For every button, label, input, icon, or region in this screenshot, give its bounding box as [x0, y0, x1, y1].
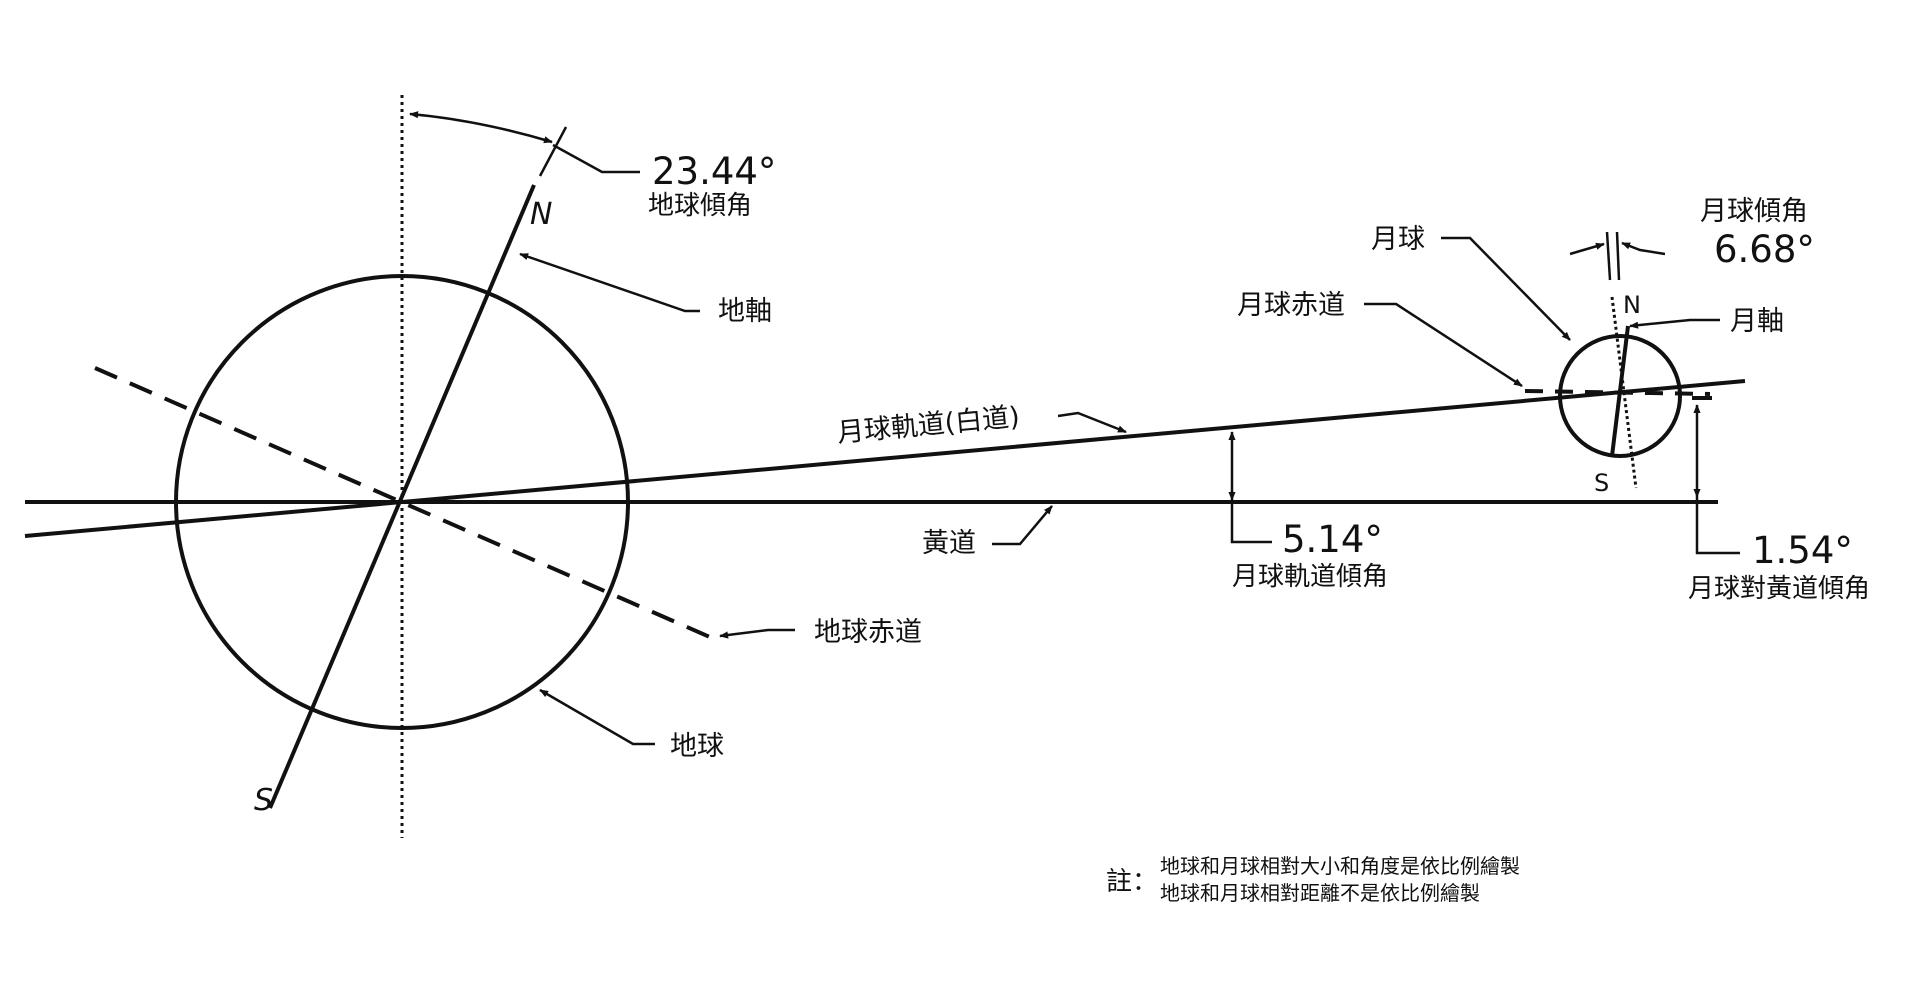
- moon-south-label: S: [1594, 469, 1609, 497]
- orbit-inclination-label: 月球軌道傾角: [1232, 562, 1388, 592]
- earth-tilt-arc: [409, 111, 553, 144]
- moon-circle: [1558, 334, 1682, 458]
- moon-tilt-vertical-mark: [1605, 231, 1612, 281]
- earth-axis-leader: [519, 252, 700, 313]
- earth-equator-leader: [719, 628, 795, 639]
- earth-equator-label: 地球赤道: [814, 617, 922, 648]
- moon-label: 月球: [1371, 224, 1425, 255]
- moon-ecliptic-value: 1.54°: [1752, 529, 1853, 572]
- earth-leader: [539, 688, 655, 746]
- earth-axis-label: 地軸: [718, 296, 772, 327]
- moon-north-label: N: [1623, 291, 1641, 319]
- moon-tilt-label: 月球傾角: [1700, 196, 1808, 227]
- earth-south-label: S: [254, 783, 273, 818]
- moon-orbit-label: 月球軌道(白道): [836, 402, 1021, 449]
- moon-ecliptic-label: 月球對黃道傾角: [1688, 574, 1870, 604]
- moon-tilt-value: 6.68°: [1714, 228, 1815, 271]
- earth-north-label: N: [530, 197, 552, 232]
- moon-orbit-leader: [1057, 411, 1127, 434]
- note-line-1: 地球和月球相對大小和角度是依比例繪製: [1160, 854, 1520, 878]
- earth-tilt-value: 23.44°: [652, 150, 776, 193]
- moon-equator-label: 月球赤道: [1237, 290, 1345, 321]
- moon-equator-leader: [1364, 302, 1523, 388]
- earth-tilt-leader: [552, 143, 640, 174]
- moon-axis-line: [1610, 325, 1630, 457]
- moon-tilt-axis-mark: [1615, 231, 1621, 281]
- moon-axis-leader: [1629, 318, 1720, 329]
- earth-axis-line: [268, 184, 536, 809]
- moon-equator-line: [1524, 389, 1711, 396]
- orbit-inclination-value: 5.14°: [1282, 518, 1383, 561]
- moon-orbit-line: [24, 379, 1746, 538]
- ecliptic-leader: [992, 505, 1053, 546]
- moon-leader: [1441, 236, 1571, 341]
- moon-tilt-arrow-left: [1569, 242, 1605, 256]
- note-prefix: 註：: [1106, 867, 1158, 897]
- orbit-inclination-leader: [1230, 500, 1272, 544]
- earth-axis-extension: [538, 126, 568, 177]
- note-line-2: 地球和月球相對距離不是依比例繪製: [1160, 881, 1480, 905]
- earth-tilt-label: 地球傾角: [648, 191, 752, 221]
- moon-vertical-reference: [1610, 296, 1638, 489]
- ecliptic-label: 黃道: [922, 528, 976, 559]
- earth-label: 地球: [670, 731, 724, 762]
- moon-ecliptic-leader: [1695, 497, 1740, 555]
- moon-tilt-arrow-right: [1621, 241, 1666, 256]
- moon-axis-label: 月軸: [1730, 306, 1784, 337]
